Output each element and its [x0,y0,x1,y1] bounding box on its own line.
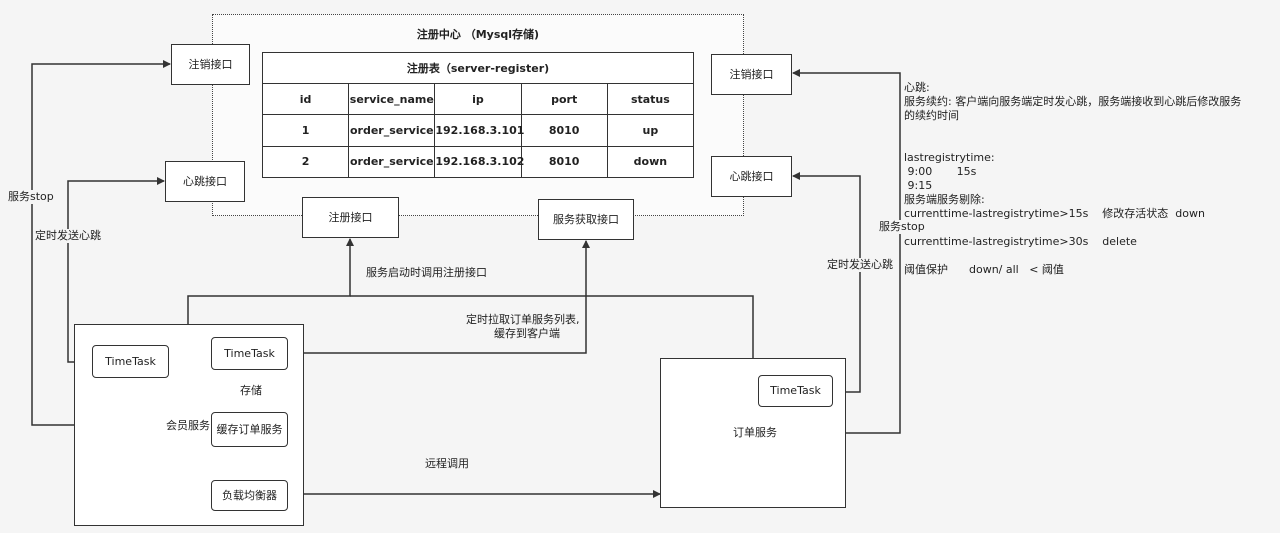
cell-id: 1 [261,114,350,147]
pull-list-label-2: 缓存到客户端 [494,327,560,340]
cache-order-service[interactable]: 缓存订单服务 [211,412,288,447]
note-line: currenttime-lastregistrytime>30s delete [904,235,1137,248]
registry-title: 注册中心 （Mysql存储) [416,28,540,41]
store-label: 存储 [240,384,262,398]
timetask-order[interactable]: TimeTask [758,375,833,407]
column-header-port: port [520,82,608,116]
table-row: 1 order_service 192.168.3.101 8010 up [261,114,695,147]
column-header-status: status [606,82,695,116]
startup-register-label: 服务启动时调用注册接口 [366,266,487,279]
cell-ip: 192.168.3.101 [434,114,524,147]
table-row: 2 order_service 192.168.3.102 8010 down [261,145,695,179]
column-header-id: id [261,82,350,116]
note-line: currenttime-lastregistrytime>15s 修改存活状态 … [904,207,1205,220]
heartbeat-api-right[interactable]: 心跳接口 [711,156,792,197]
cell-service-name: order_service [348,145,436,179]
service-stop-label-left: 服务stop [8,190,54,204]
service-stop-label-right: 服务stop [879,220,925,234]
timetask-member[interactable]: TimeTask [211,337,288,370]
registry-table: 注册表（server-register) id service_name ip … [261,52,695,179]
deregister-api-left[interactable]: 注销接口 [171,44,250,85]
fetch-service-api[interactable]: 服务获取接口 [538,199,634,240]
heartbeat-label-right: 定时发送心跳 [827,258,893,272]
heartbeat-api-left[interactable]: 心跳接口 [165,161,245,202]
heartbeat-label-left: 定时发送心跳 [35,229,101,243]
registry-table-title: 注册表（server-register) [262,52,694,84]
cell-service-name: order_service [348,114,436,147]
cell-status: down [606,145,695,179]
note-line: 心跳: [904,81,930,94]
note-line: lastregistrytime: [904,151,995,164]
arrow-stop-to-deregister-left [31,60,171,426]
register-api[interactable]: 注册接口 [302,197,399,238]
arrow-heartbeat-right [792,172,861,393]
timetask-left[interactable]: TimeTask [92,345,169,378]
deregister-api-right[interactable]: 注销接口 [711,54,792,95]
cell-port: 8010 [520,145,608,179]
remote-call-label: 远程调用 [425,457,469,470]
cell-ip: 192.168.3.102 [434,145,524,179]
note-line: 的续约时间 [904,109,959,122]
note-line: 9:00 15s [904,165,977,178]
note-line: 阈值保护 down/ all < 阈值 [904,263,1064,276]
note-line: 服务续约: 客户端向服务端定时发心跳，服务端接收到心跳后修改服务 [904,95,1242,108]
pull-list-label-1: 定时拉取订单服务列表, [466,313,580,326]
note-line: 9:15 [904,179,933,192]
cell-id: 2 [261,145,350,179]
column-header-service-name: service_name [348,82,436,116]
order-service-label: 订单服务 [733,426,777,439]
note-line: 服务端服务剔除: [904,193,985,206]
line-order-to-register [350,295,754,358]
cell-status: up [606,114,695,147]
arrow-register-startup [187,238,354,324]
member-service-label: 会员服务 [166,419,210,432]
load-balancer[interactable]: 负载均衡器 [211,480,288,511]
arrow-pull-service-list [288,240,590,354]
arrow-stop-to-deregister-right [792,69,901,434]
